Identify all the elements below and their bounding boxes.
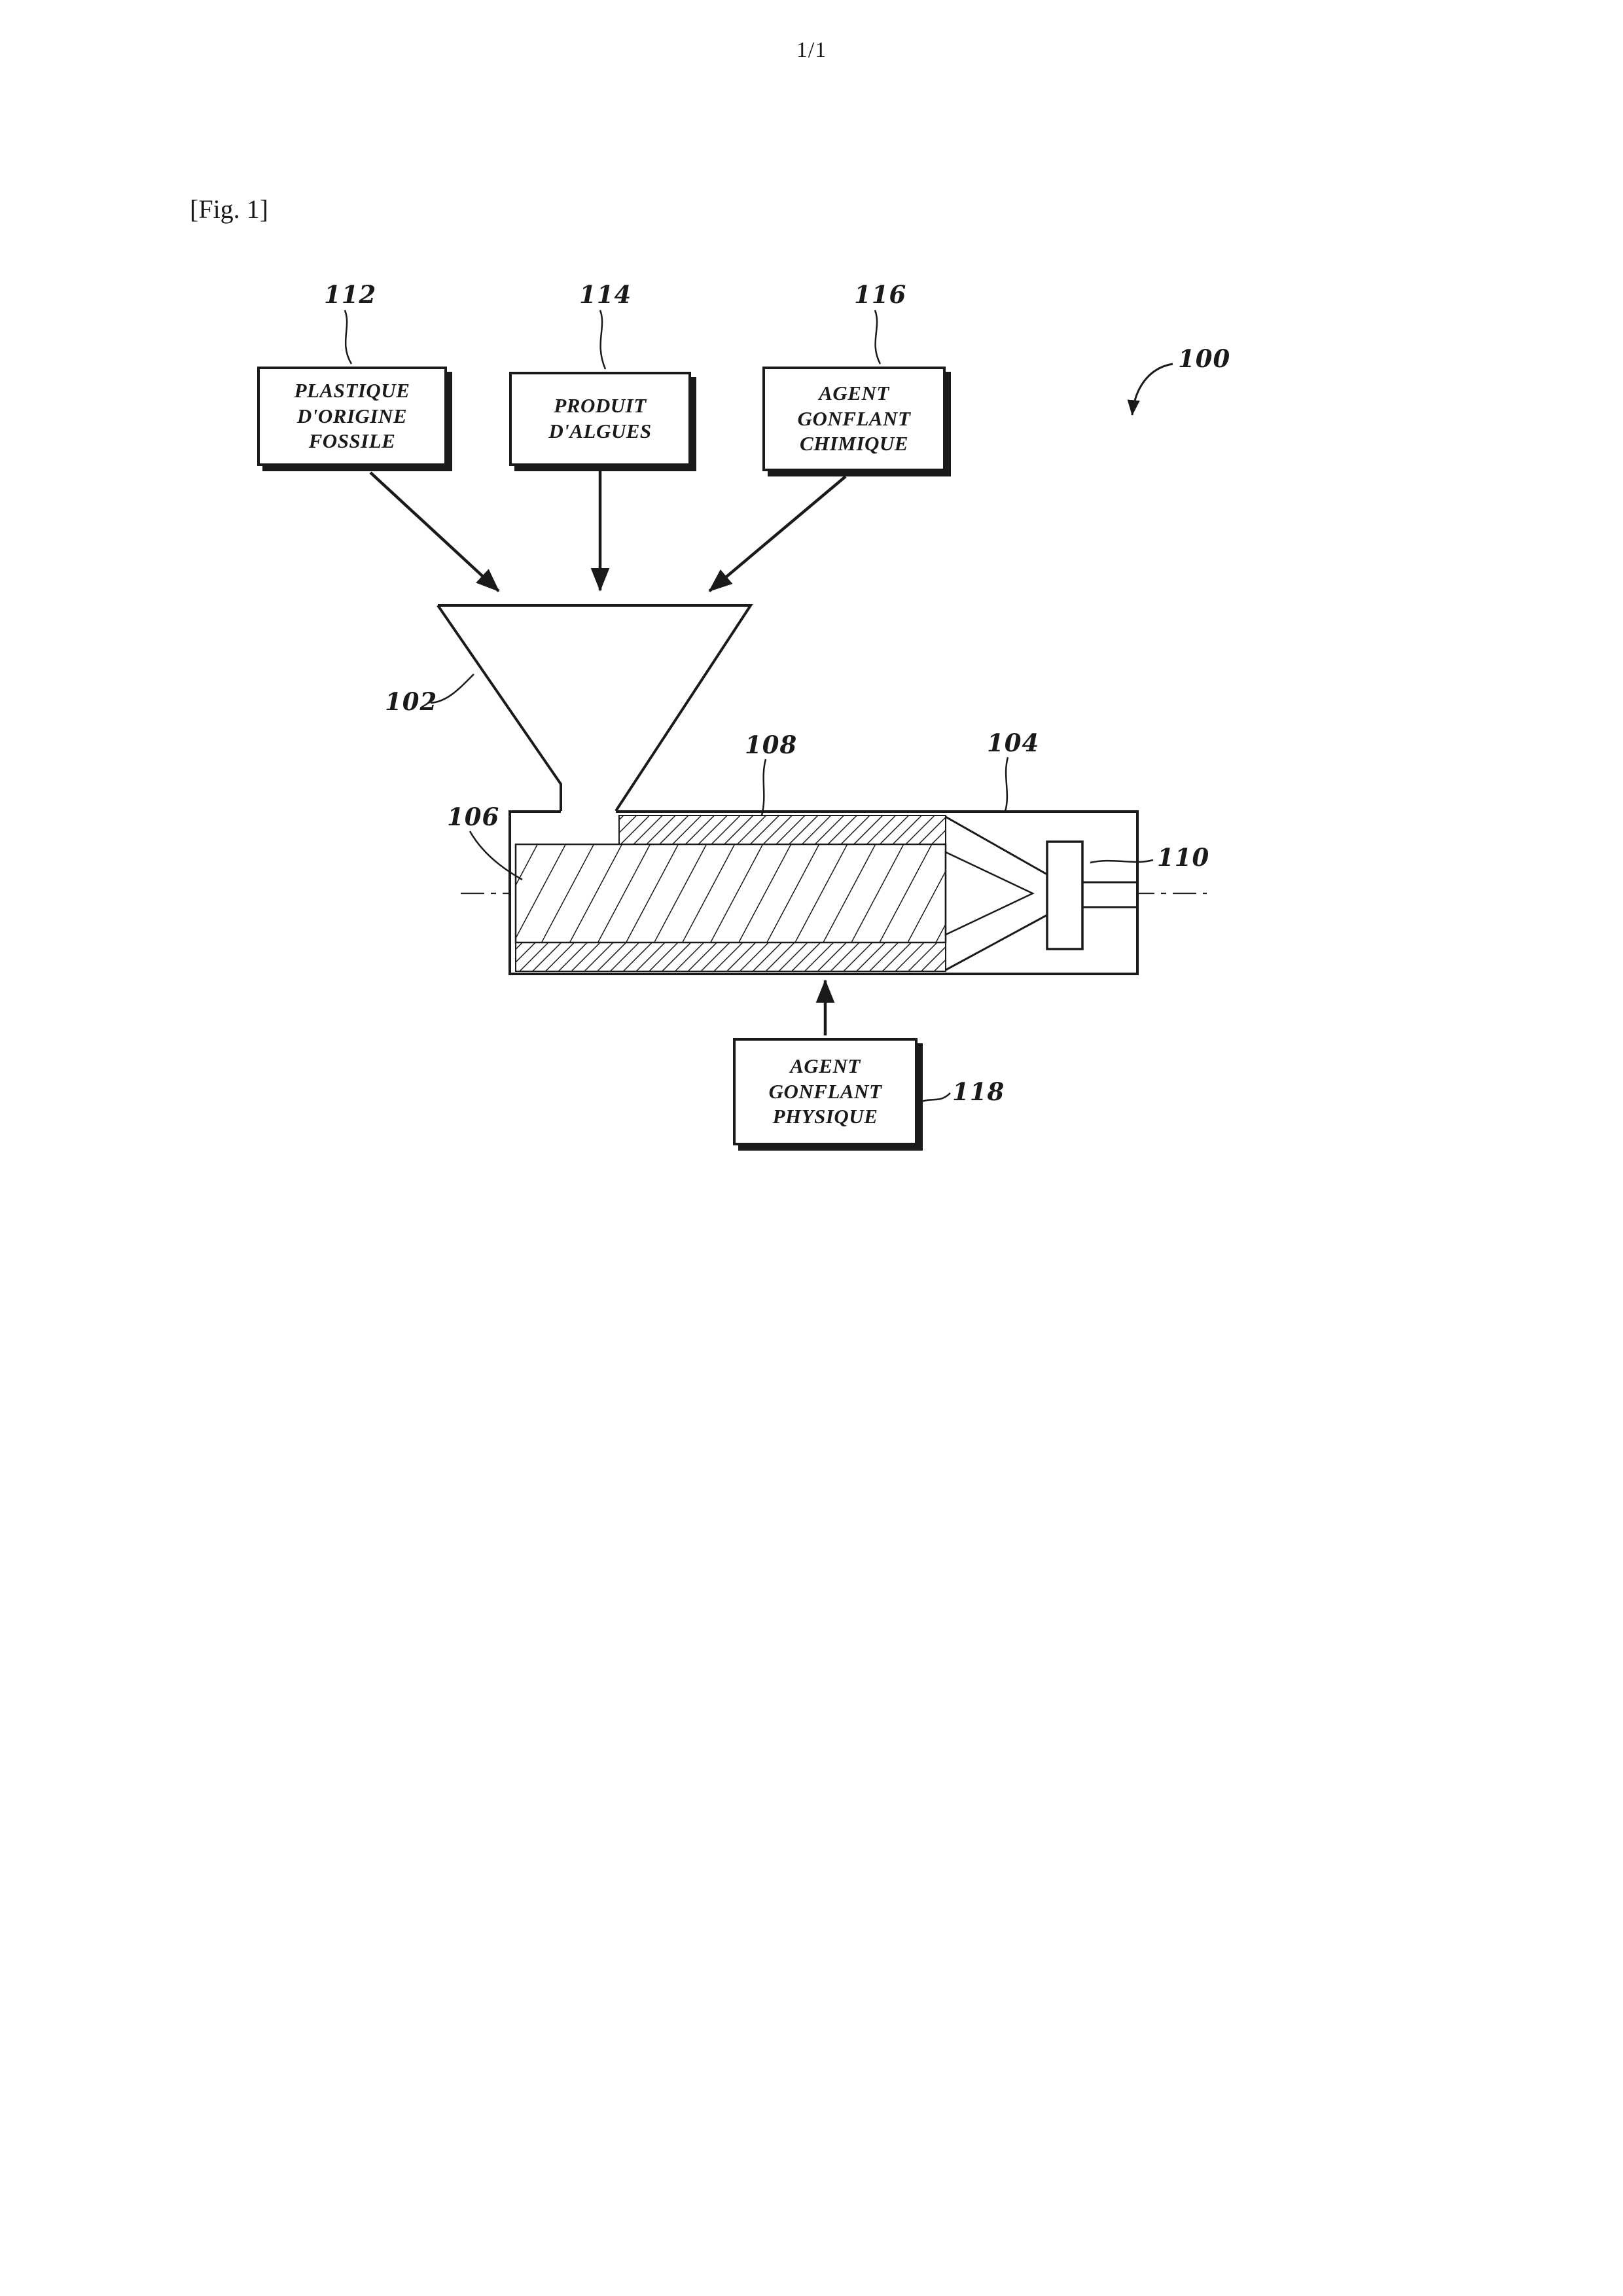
sheet-number: 1/1 — [796, 38, 827, 62]
ref-104: 104 — [987, 728, 1040, 757]
ref-108: 108 — [745, 730, 798, 759]
nozzle-converging-walls — [945, 816, 1048, 971]
ref-100: 100 — [1178, 344, 1231, 373]
ref-116: 116 — [854, 280, 907, 309]
box-fossil-plastic: PLASTIQUE D'ORIGINE FOSSILE — [257, 367, 447, 466]
ref-110: 110 — [1157, 843, 1210, 872]
arrow-fossil-to-hopper — [369, 471, 500, 592]
ref-112: 112 — [324, 280, 377, 309]
leader-ref-116 — [874, 310, 882, 365]
screw-tip — [944, 851, 1035, 936]
leader-ref-106 — [469, 831, 523, 881]
leader-ref-104 — [1004, 757, 1009, 812]
leader-ref-102 — [430, 673, 474, 704]
box-physical-blowing-agent-label: AGENT GONFLANT PHYSIQUE — [768, 1054, 882, 1128]
ref-118: 118 — [952, 1077, 1005, 1106]
leader-ref-108 — [760, 759, 767, 816]
box-physical-blowing-agent: AGENT GONFLANT PHYSIQUE — [733, 1038, 918, 1145]
box-algae-product-label: PRODUIT D'ALGUES — [548, 394, 652, 442]
box-chemical-blowing-agent-label: AGENT GONFLANT CHIMIQUE — [797, 381, 911, 456]
barrel-wall-bottom-hatch — [515, 942, 946, 972]
box-fossil-plastic-label: PLASTIQUE D'ORIGINE FOSSILE — [294, 378, 410, 453]
die-assembly — [1046, 840, 1136, 950]
leader-ref-110 — [1090, 859, 1154, 864]
figure-tag: [Fig. 1] — [190, 194, 268, 224]
leader-ref-100-arrow — [1127, 363, 1173, 416]
leader-ref-114 — [599, 310, 607, 370]
hopper-funnel — [437, 604, 753, 812]
ref-102: 102 — [385, 687, 438, 716]
ref-114: 114 — [579, 280, 632, 309]
arrow-chemical-to-hopper — [708, 475, 847, 592]
leader-ref-118 — [919, 1092, 951, 1103]
die-exit-channel — [1082, 881, 1136, 908]
box-chemical-blowing-agent: AGENT GONFLANT CHIMIQUE — [762, 367, 946, 471]
box-algae-product: PRODUIT D'ALGUES — [509, 372, 691, 466]
leader-ref-112 — [344, 310, 353, 365]
extruder-screw — [514, 843, 1035, 944]
barrel-wall-top-hatch — [618, 815, 946, 845]
ref-106: 106 — [447, 802, 500, 831]
